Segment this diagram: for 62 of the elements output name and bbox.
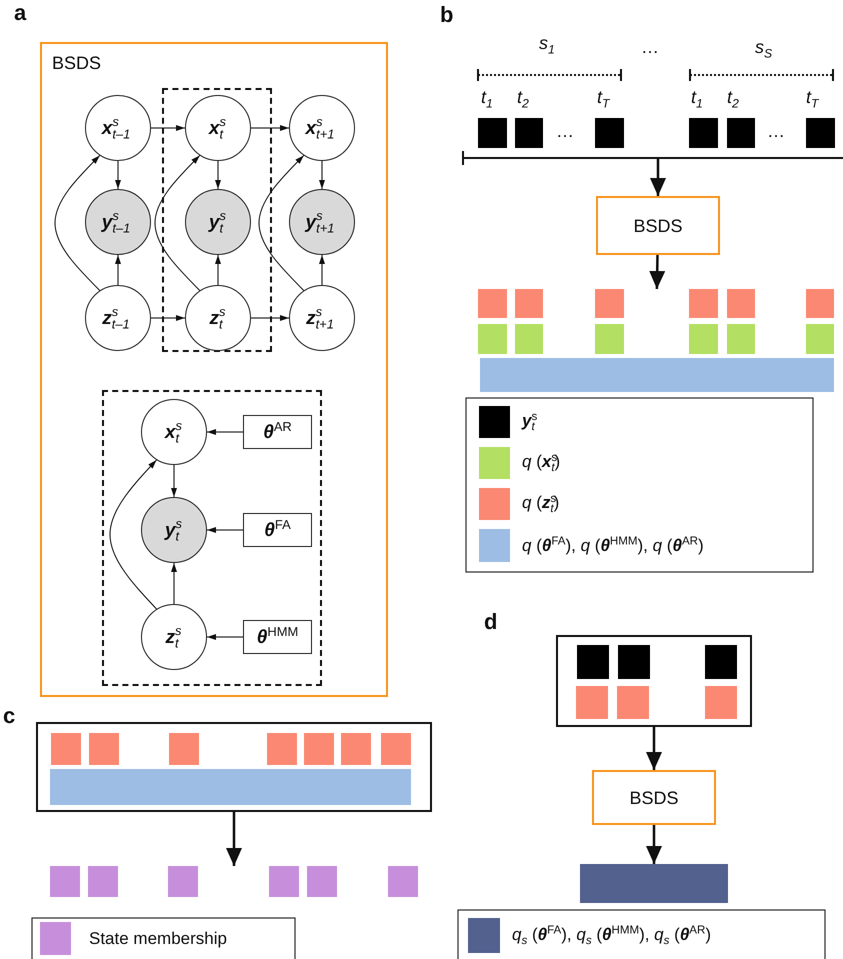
arrow	[650, 158, 666, 196]
arrow	[215, 160, 221, 190]
arrow	[250, 315, 290, 321]
axis-label: t$_{T}$	[806, 88, 818, 106]
plate-box	[102, 390, 322, 686]
parameter-bar	[580, 864, 728, 903]
arrow	[258, 155, 304, 291]
axis-label: s$_{S}$	[755, 38, 772, 56]
plate-box	[556, 635, 752, 727]
axis-label: …	[641, 38, 659, 56]
model-label: BSDS	[633, 216, 683, 234]
panel-letter: d	[484, 611, 498, 633]
arrow	[150, 315, 186, 321]
axis-label: …	[767, 122, 785, 140]
arrow	[226, 812, 242, 866]
arrow	[171, 464, 177, 498]
parameter-label: θ$^{FA}$	[264, 520, 291, 540]
arrow	[646, 727, 662, 770]
frame-title: BSDS	[52, 54, 102, 72]
arrow	[154, 155, 200, 291]
arrow	[646, 825, 662, 864]
membership-blocks-drawing	[50, 866, 418, 897]
parameter-label: θ$^{HMM}$	[256, 628, 298, 646]
plate-box	[36, 722, 432, 812]
arrow	[250, 125, 290, 131]
model-frame	[40, 42, 388, 697]
parameter-box	[243, 415, 312, 449]
model-box	[592, 770, 716, 825]
model-box	[596, 196, 720, 255]
posterior-blocks-drawing	[478, 289, 834, 392]
panel-letter: c	[3, 705, 16, 727]
arrow	[206, 527, 244, 533]
legend-label: q (θ$^{FA}$), q (θ$^{HMM}$), q (θ$^{AR}$)	[522, 537, 704, 554]
arrow	[215, 254, 221, 286]
arrow	[150, 125, 186, 131]
arrow	[206, 634, 244, 640]
axis-label: …	[556, 122, 574, 140]
axis-label: t$_{T}$	[597, 88, 610, 106]
arrow	[319, 254, 325, 286]
axis-label: s$_{1}$	[539, 34, 555, 52]
parameter-label: θ$^{AR}$	[263, 422, 292, 442]
arrow	[110, 460, 158, 610]
axis-label: t$_{2}$	[727, 88, 739, 106]
panel-letter: b	[440, 4, 454, 26]
arrow	[54, 155, 100, 291]
arrow	[115, 160, 121, 190]
arrow	[649, 254, 666, 290]
plate-box	[162, 88, 272, 352]
arrow	[206, 429, 244, 435]
legend-label: State membership	[89, 930, 227, 947]
model-label: BSDS	[629, 788, 679, 806]
arrow	[319, 160, 325, 190]
axis-label: t$_{1}$	[691, 88, 703, 106]
axis-label: t$_{1}$	[481, 88, 493, 106]
arrow	[115, 254, 121, 286]
axis-label: t$_{2}$	[517, 88, 529, 106]
parameter-box	[243, 620, 312, 654]
legend-label: q (z$^{s}$$_{t}$)	[522, 494, 560, 511]
arrow	[171, 562, 177, 604]
parameter-box	[243, 513, 312, 547]
legend-label: q$_{s}$ (θ$^{FA}$), q$_{s}$ (θ$^{HMM}$), q$_{s}$ (θ$^{AR}$)	[512, 926, 712, 943]
panel-letter: a	[14, 2, 26, 24]
